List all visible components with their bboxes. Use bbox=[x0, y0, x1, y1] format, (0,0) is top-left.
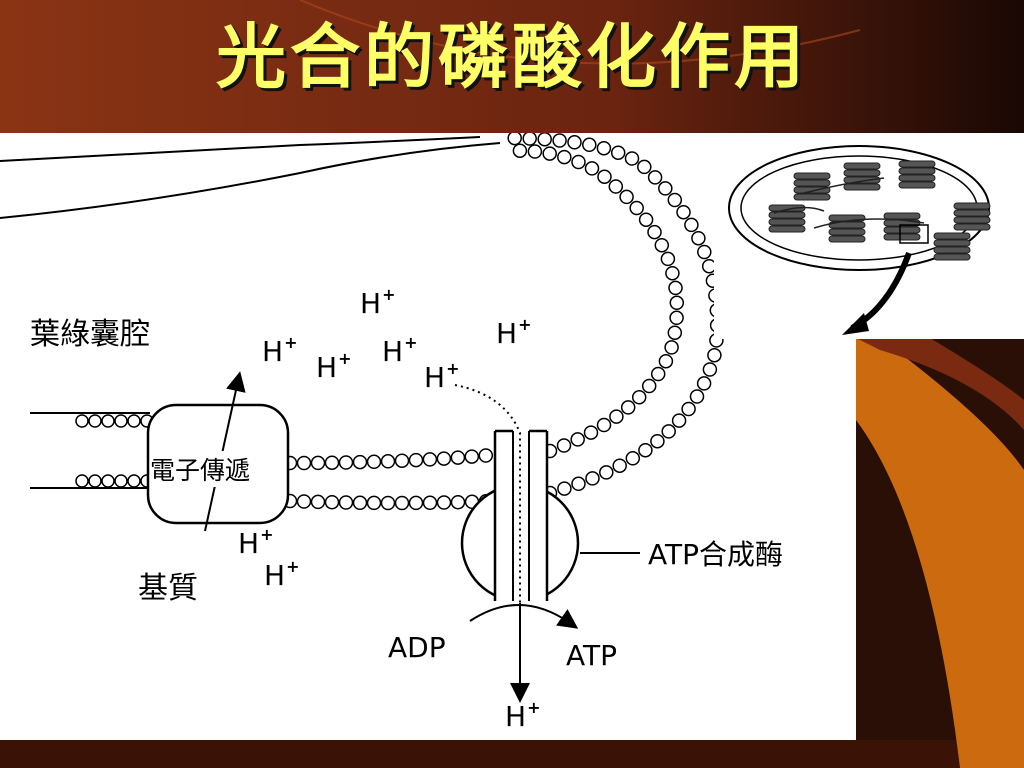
label-adp: ADP bbox=[388, 631, 446, 664]
proton-ion: H+ bbox=[316, 349, 352, 384]
proton-ion: H+ bbox=[264, 557, 300, 592]
proton-path-dotted bbox=[454, 384, 521, 608]
adp-to-atp-arrow bbox=[469, 604, 579, 629]
proton-ion: H+ bbox=[505, 698, 541, 733]
label-electron-transport: 電子傳遞 bbox=[150, 451, 251, 487]
slide-title: 光合的磷酸化作用 bbox=[216, 16, 808, 98]
label-thylakoid-lumen: 葉綠囊腔 bbox=[30, 317, 150, 352]
proton-ion: H+ bbox=[238, 525, 274, 560]
proton-ion: H+ bbox=[496, 315, 532, 350]
label-atp-synthase: ATP合成酶 bbox=[648, 538, 783, 571]
membrane-bilayer bbox=[75, 133, 725, 511]
proton-ion: H+ bbox=[424, 359, 460, 394]
proton-ion: H+ bbox=[360, 285, 396, 320]
proton-ion: H+ bbox=[382, 333, 418, 368]
grana-stacks bbox=[768, 160, 991, 261]
label-stroma: 基質 bbox=[138, 571, 198, 606]
diagram-panel: 葉綠囊腔 基質 電子傳遞 ATP合成酶 ADP ATP H+ H+ H+ H+ … bbox=[0, 133, 856, 740]
outer-membrane-line bbox=[0, 142, 501, 219]
outer-membrane-line-inner bbox=[0, 136, 481, 162]
chloroplast-illustration bbox=[728, 145, 991, 335]
chloroplast-inset-panel bbox=[714, 133, 1024, 339]
inset-highlight-box bbox=[899, 224, 929, 244]
label-atp: ATP bbox=[566, 639, 617, 672]
proton-ion: H+ bbox=[262, 333, 298, 368]
